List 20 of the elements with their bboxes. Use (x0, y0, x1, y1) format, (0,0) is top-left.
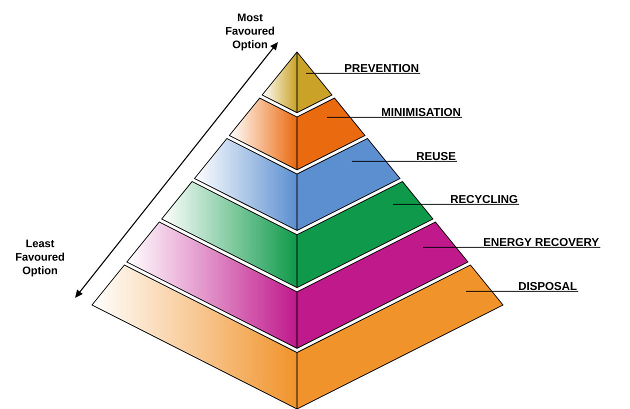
pyramid-tier (126, 222, 468, 349)
side-label: Least Favoured Option (16, 240, 64, 276)
tier-label: DISPOSAL (518, 282, 577, 290)
tier-label: MINIMISATION (382, 108, 460, 116)
side-label: Most Favoured Option (226, 14, 274, 50)
pyramid-tier (228, 98, 366, 170)
pyramid-tier (194, 138, 400, 231)
leader-line (422, 246, 601, 248)
leader-line (306, 72, 421, 74)
tier-label: PREVENTION (344, 64, 418, 72)
leader-line (392, 204, 520, 205)
leader-line (466, 290, 579, 292)
leader-line (326, 116, 462, 118)
tier-label: RECYCLING (450, 194, 518, 204)
pyramid-tier (161, 181, 434, 288)
pyramid-tier (92, 264, 504, 409)
tier-label: REUSE (416, 152, 456, 160)
pyramid-tier (262, 52, 332, 114)
tier-label: ENERGY RECOVERY (484, 238, 599, 246)
leader-line (352, 160, 458, 162)
